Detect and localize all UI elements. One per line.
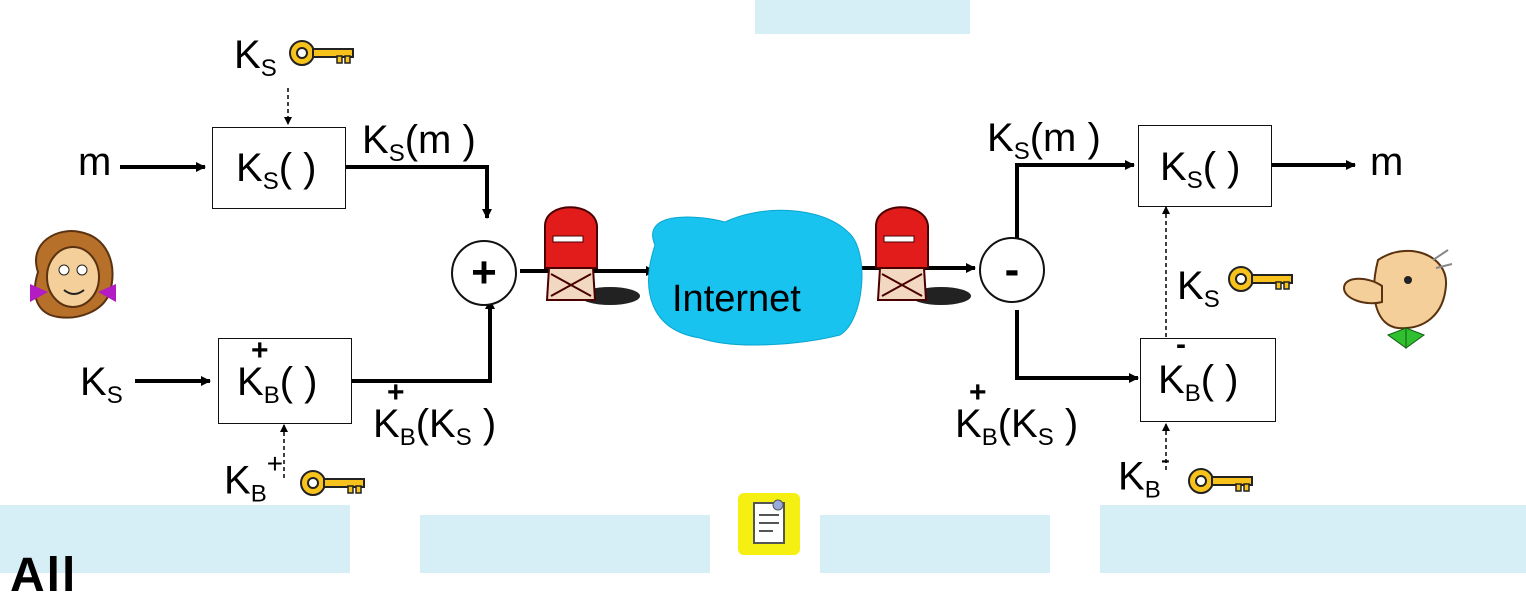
key-icon <box>298 466 368 505</box>
internet-label: Internet <box>672 278 801 320</box>
page-heading-fragment: All <box>10 549 78 602</box>
note-icon[interactable] <box>738 493 800 555</box>
symmetric-decrypt-label: KS( ) <box>1160 145 1241 194</box>
mailbox-icon <box>866 196 976 321</box>
key-icon <box>287 36 357 75</box>
symmetric-encrypt-label: KS( ) <box>236 146 317 195</box>
bob-private-key-label: KB- <box>1118 444 1171 504</box>
internet-cloud <box>648 209 863 346</box>
splitter-circle: - <box>979 237 1045 303</box>
watermark-shape-5 <box>1100 505 1526 573</box>
public-key-encrypt-box <box>218 338 352 424</box>
watermark-shape-4 <box>820 515 1050 573</box>
watermark-shape-1 <box>755 0 970 34</box>
watermark-shape-2 <box>0 505 350 573</box>
key-icon <box>1226 262 1296 301</box>
bob-icon <box>1338 240 1458 360</box>
private-key-decrypt-box <box>1140 338 1276 422</box>
message-output-label: m <box>1370 140 1404 184</box>
watermark-shape-3 <box>420 515 710 573</box>
received-encrypted-session-key-label: K+B(KS ) <box>955 376 1079 451</box>
mailbox-icon <box>535 196 645 321</box>
key-icon <box>1186 464 1256 503</box>
combiner-circle: + <box>451 240 517 306</box>
encrypted-session-key-label: K+B(KS ) <box>373 376 497 451</box>
symmetric-decrypt-box <box>1138 125 1272 207</box>
alice-icon <box>18 222 123 332</box>
public-key-encrypt-label: K+B( ) <box>237 334 318 409</box>
message-input-label: m <box>78 140 112 184</box>
symmetric-encrypt-box <box>212 127 346 209</box>
session-key-label-top: KS <box>234 33 277 82</box>
bob-public-key-label: KB+ <box>224 448 284 508</box>
private-key-decrypt-label: K-B( ) <box>1158 328 1239 407</box>
encrypted-message-label: KS(m ) <box>362 118 476 167</box>
session-key-label-mid: KS <box>1177 264 1220 313</box>
session-key-input-label: KS <box>80 360 123 409</box>
received-encrypted-message-label: KS(m ) <box>987 116 1101 165</box>
